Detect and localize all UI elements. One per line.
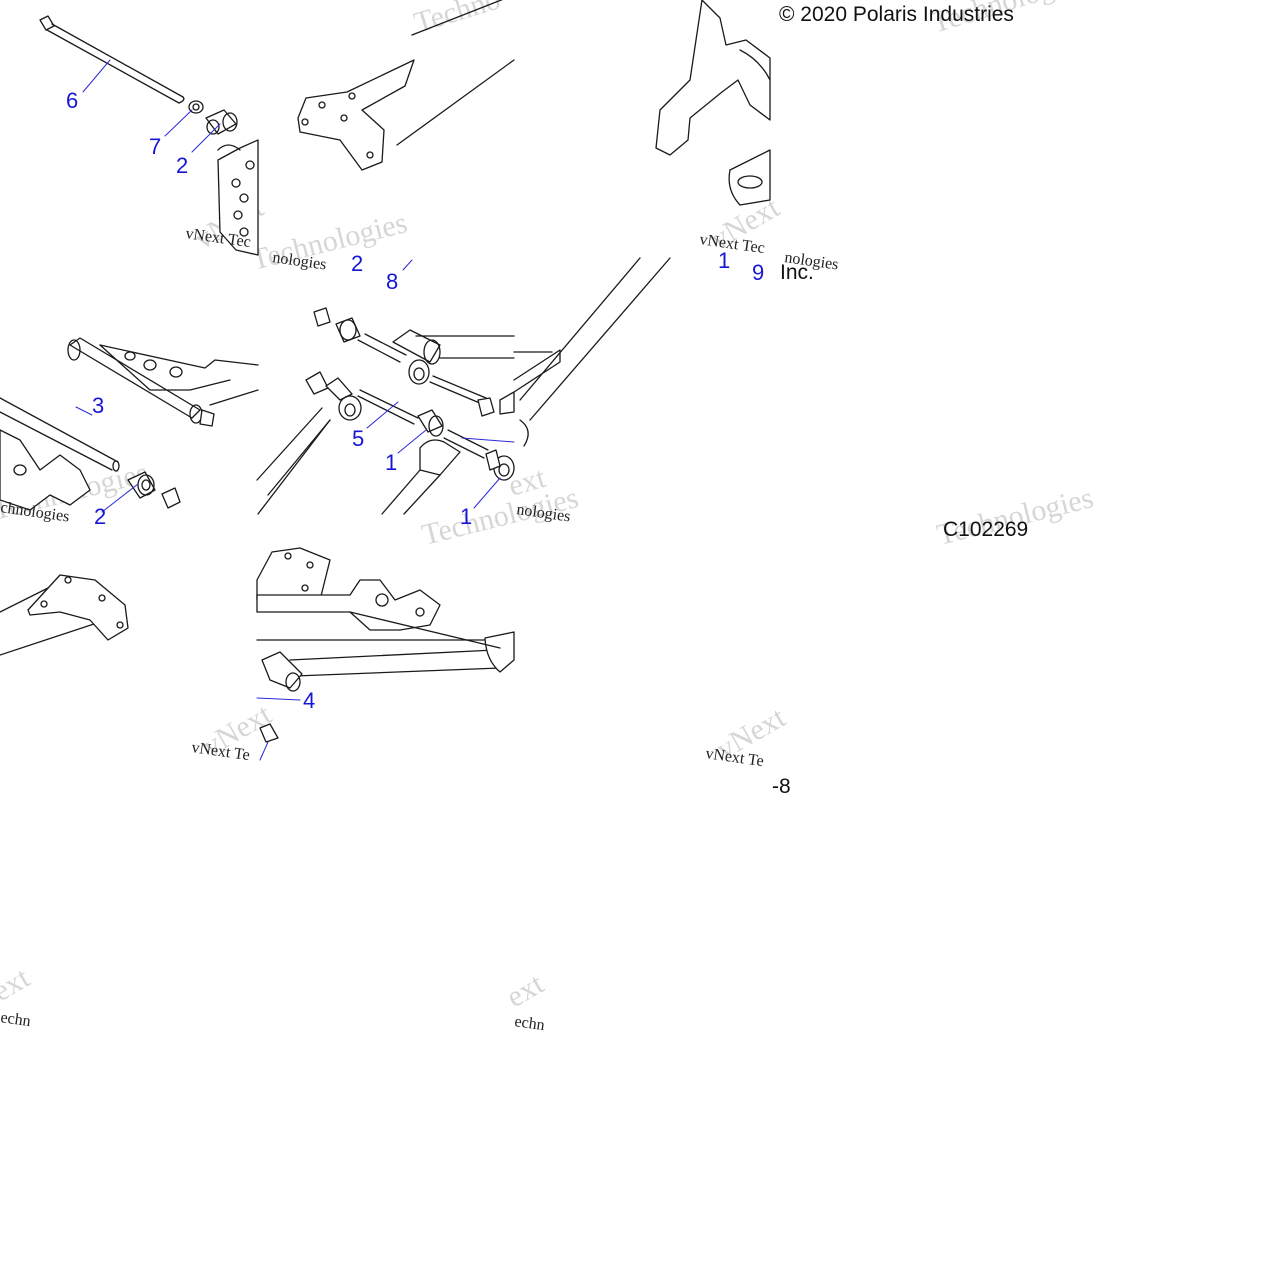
callout-1-lower: 1 (460, 504, 472, 529)
callout-3: 3 (92, 393, 104, 418)
bolt-5-drawing (305, 371, 419, 425)
callout-1-right: 1 (718, 248, 730, 273)
frame-bracket-right (655, 0, 771, 206)
callout-9: 9 (752, 260, 764, 285)
watermark-technologies-4: Technologies (934, 481, 1097, 552)
leader-lines (75, 59, 515, 761)
bracket-lower-left (0, 429, 91, 511)
watermark-ext-2: ext (0, 961, 36, 1008)
callout-8: 8 (386, 269, 398, 294)
callout-1-mid: 1 (385, 450, 397, 475)
callout-2-mid: 2 (351, 251, 363, 276)
frame-bracket-upper (297, 0, 515, 171)
a-arm-tubes-drawing (256, 407, 461, 515)
pivot-tube-3-drawing (67, 337, 259, 427)
upper-bushings-drawing (313, 307, 515, 417)
callout-layer: 6 7 2 2 8 3 5 1 1 2 4 9 1 (66, 88, 764, 713)
mount-plate-drawing (217, 139, 259, 256)
lower-arm-bracket (0, 574, 129, 656)
lower-arm-assembly (256, 547, 515, 743)
shaft-3-drawing (0, 397, 120, 472)
bushing-1-drawing (417, 409, 515, 481)
bushing-2-lower (127, 471, 181, 509)
callout-4: 4 (303, 688, 315, 713)
callout-2-upper: 2 (176, 153, 188, 178)
line-art (0, 0, 771, 761)
figure-code: C102269 (943, 518, 1028, 541)
watermark-ext-3: ext (501, 967, 550, 1014)
watermark-echn-1: echn (0, 1009, 32, 1030)
bolt-6-drawing (39, 15, 185, 104)
callout-7: 7 (149, 134, 161, 159)
caption-layer: © 2020 Polaris Industries Inc. C102269 -… (772, 3, 1028, 798)
watermark-echn-2: echn (513, 1013, 545, 1034)
bushing-2-drawing (205, 109, 238, 135)
callout-2-lower: 2 (94, 504, 106, 529)
copyright-line: © 2020 Polaris Industries (779, 3, 1014, 26)
watermark-technologies-6: Technologies (248, 206, 411, 277)
figure-code-suffix: -8 (772, 775, 791, 798)
frame-tube-drawing (499, 257, 671, 447)
watermark-technologies-1: Techno (410, 0, 504, 40)
copyright-inc: Inc. (780, 261, 814, 284)
callout-5: 5 (352, 426, 364, 451)
callout-6: 6 (66, 88, 78, 113)
